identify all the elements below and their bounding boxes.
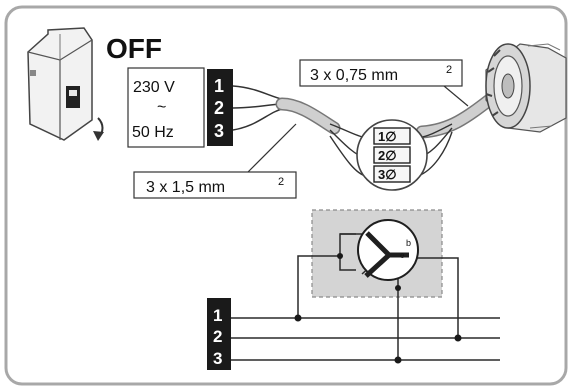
leader-motor-cable [443, 85, 469, 107]
terminal-top-3: 3 [214, 121, 224, 141]
terminal-top-1: 1 [214, 76, 224, 96]
schematic-junction-dots [294, 253, 462, 364]
supply-cable [275, 97, 341, 135]
circuit-breaker-icon [27, 27, 93, 141]
terminal-top-2: 2 [214, 98, 224, 118]
leader-supply-cable [247, 123, 297, 173]
supply-voltage: 230 V [133, 79, 175, 96]
supply-tilde: ~ [157, 99, 166, 116]
motor-symbol-sub: e [400, 251, 405, 260]
off-label: OFF [106, 33, 162, 64]
junction-box: 1∅ 2∅ 3∅ [356, 119, 428, 191]
motor-cable [415, 91, 499, 139]
supply-cable-text: 3 x 1,5 mm [146, 179, 225, 196]
motor-symbol: b e [357, 219, 419, 281]
supply-cable-exp: 2 [278, 176, 284, 188]
label-supply-cable: 3 x 1,5 mm 2 [133, 171, 297, 199]
switch-down-arrow-icon [93, 117, 104, 141]
junction-terminal-2: 2∅ [378, 148, 397, 163]
junction-terminal-3: 3∅ [378, 167, 397, 182]
label-motor-cable: 3 x 0,75 mm 2 [299, 59, 463, 87]
motor-symbol-label: b [406, 238, 411, 248]
terminal-bottom-1: 1 [213, 306, 222, 325]
terminal-bottom-3: 3 [213, 349, 222, 368]
motor-cable-text: 3 x 0,75 mm [310, 67, 398, 84]
terminal-bottom-2: 2 [213, 327, 222, 346]
junction-terminal-1: 1∅ [378, 129, 397, 144]
supply-label-box: 230 V ~ 50 Hz [127, 67, 205, 148]
supply-frequency: 50 Hz [132, 124, 174, 141]
terminal-badge-bottom: 1 2 3 [207, 298, 231, 370]
terminal-badge-top: 1 2 3 [207, 69, 233, 146]
tubular-motor-icon [485, 43, 567, 133]
motor-cable-exp: 2 [446, 64, 452, 76]
schematic-wires [230, 233, 500, 361]
